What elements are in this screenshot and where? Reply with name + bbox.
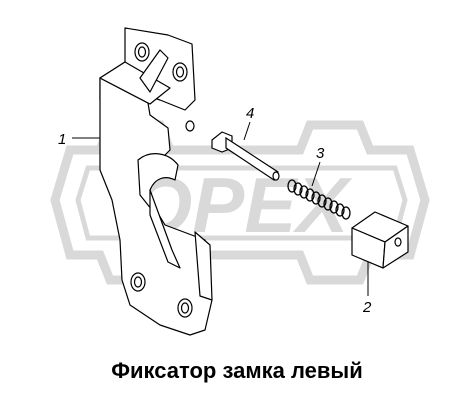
callout-1: 1 (58, 131, 66, 148)
callout-3: 3 (316, 145, 325, 162)
callout-2: 2 (362, 299, 372, 316)
callout-4: 4 (246, 105, 254, 122)
diagram-caption: Фиксатор замка левый (111, 358, 363, 383)
part-1-bracket (99, 27, 213, 336)
leader-lines (72, 121, 369, 296)
part-2-block (351, 211, 409, 269)
part-4-bolt (211, 131, 280, 181)
part-3-spring (287, 179, 351, 220)
